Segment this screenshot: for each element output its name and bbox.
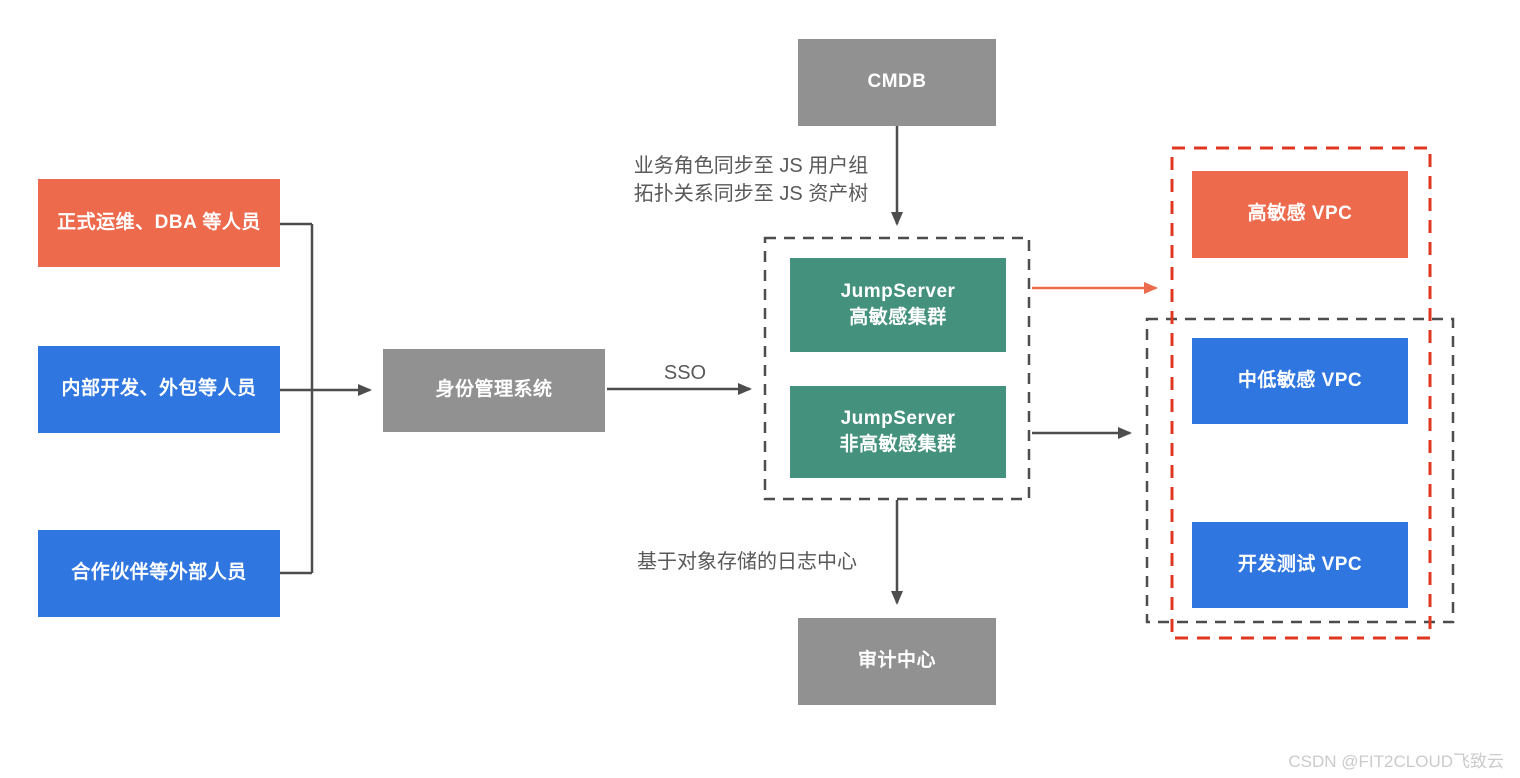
node-person-partner: 合作伙伴等外部人员 xyxy=(38,530,280,617)
node-identity-management: 身份管理系统 xyxy=(383,349,605,432)
annotation-log-center: 基于对象存储的日志中心 xyxy=(637,551,857,573)
vpc-normal-group-border xyxy=(1145,317,1455,624)
persons-join-bracket xyxy=(280,222,314,575)
node-jumpserver-normal: JumpServer 非高敏感集群 xyxy=(790,386,1006,478)
node-cmdb-label: CMDB xyxy=(867,71,927,93)
node-vpc-mid: 中低敏感 VPC xyxy=(1192,338,1408,424)
annotation-cmdb-sync: 业务角色同步至 JS 用户组 拓扑关系同步至 JS 资产树 xyxy=(601,152,901,208)
node-person-partner-label: 合作伙伴等外部人员 xyxy=(71,562,247,584)
node-jumpserver-high: JumpServer 高敏感集群 xyxy=(790,258,1006,352)
node-person-dev: 内部开发、外包等人员 xyxy=(38,346,280,433)
node-person-ops-label: 正式运维、DBA 等人员 xyxy=(57,211,261,233)
annotation-cmdb-sync-line2: 拓扑关系同步至 JS 资产树 xyxy=(633,183,869,205)
csdn-watermark: CSDN @FIT2CLOUD飞致云 xyxy=(1288,752,1504,771)
node-audit-center-label: 审计中心 xyxy=(857,650,936,672)
node-vpc-dev-label: 开发测试 VPC xyxy=(1237,553,1363,575)
node-person-dev-label: 内部开发、外包等人员 xyxy=(61,378,257,400)
node-jumpserver-high-line1: JumpServer xyxy=(840,280,956,302)
node-identity-management-label: 身份管理系统 xyxy=(435,379,553,401)
annotation-sso: SSO xyxy=(663,362,707,384)
node-jumpserver-normal-line2: 非高敏感集群 xyxy=(839,434,957,455)
node-person-ops: 正式运维、DBA 等人员 xyxy=(38,179,280,267)
node-vpc-high-label: 高敏感 VPC xyxy=(1247,203,1353,225)
node-jumpserver-high-line2: 高敏感集群 xyxy=(849,307,947,328)
node-cmdb: CMDB xyxy=(798,39,996,126)
annotation-cmdb-sync-line1: 业务角色同步至 JS 用户组 xyxy=(633,155,869,177)
node-vpc-high: 高敏感 VPC xyxy=(1192,171,1408,258)
node-jumpserver-normal-line1: JumpServer xyxy=(840,407,956,429)
node-vpc-dev: 开发测试 VPC xyxy=(1192,522,1408,608)
node-audit-center: 审计中心 xyxy=(798,618,996,705)
jumpserver-cluster-group-border xyxy=(763,236,1031,501)
node-vpc-mid-label: 中低敏感 VPC xyxy=(1237,369,1363,391)
